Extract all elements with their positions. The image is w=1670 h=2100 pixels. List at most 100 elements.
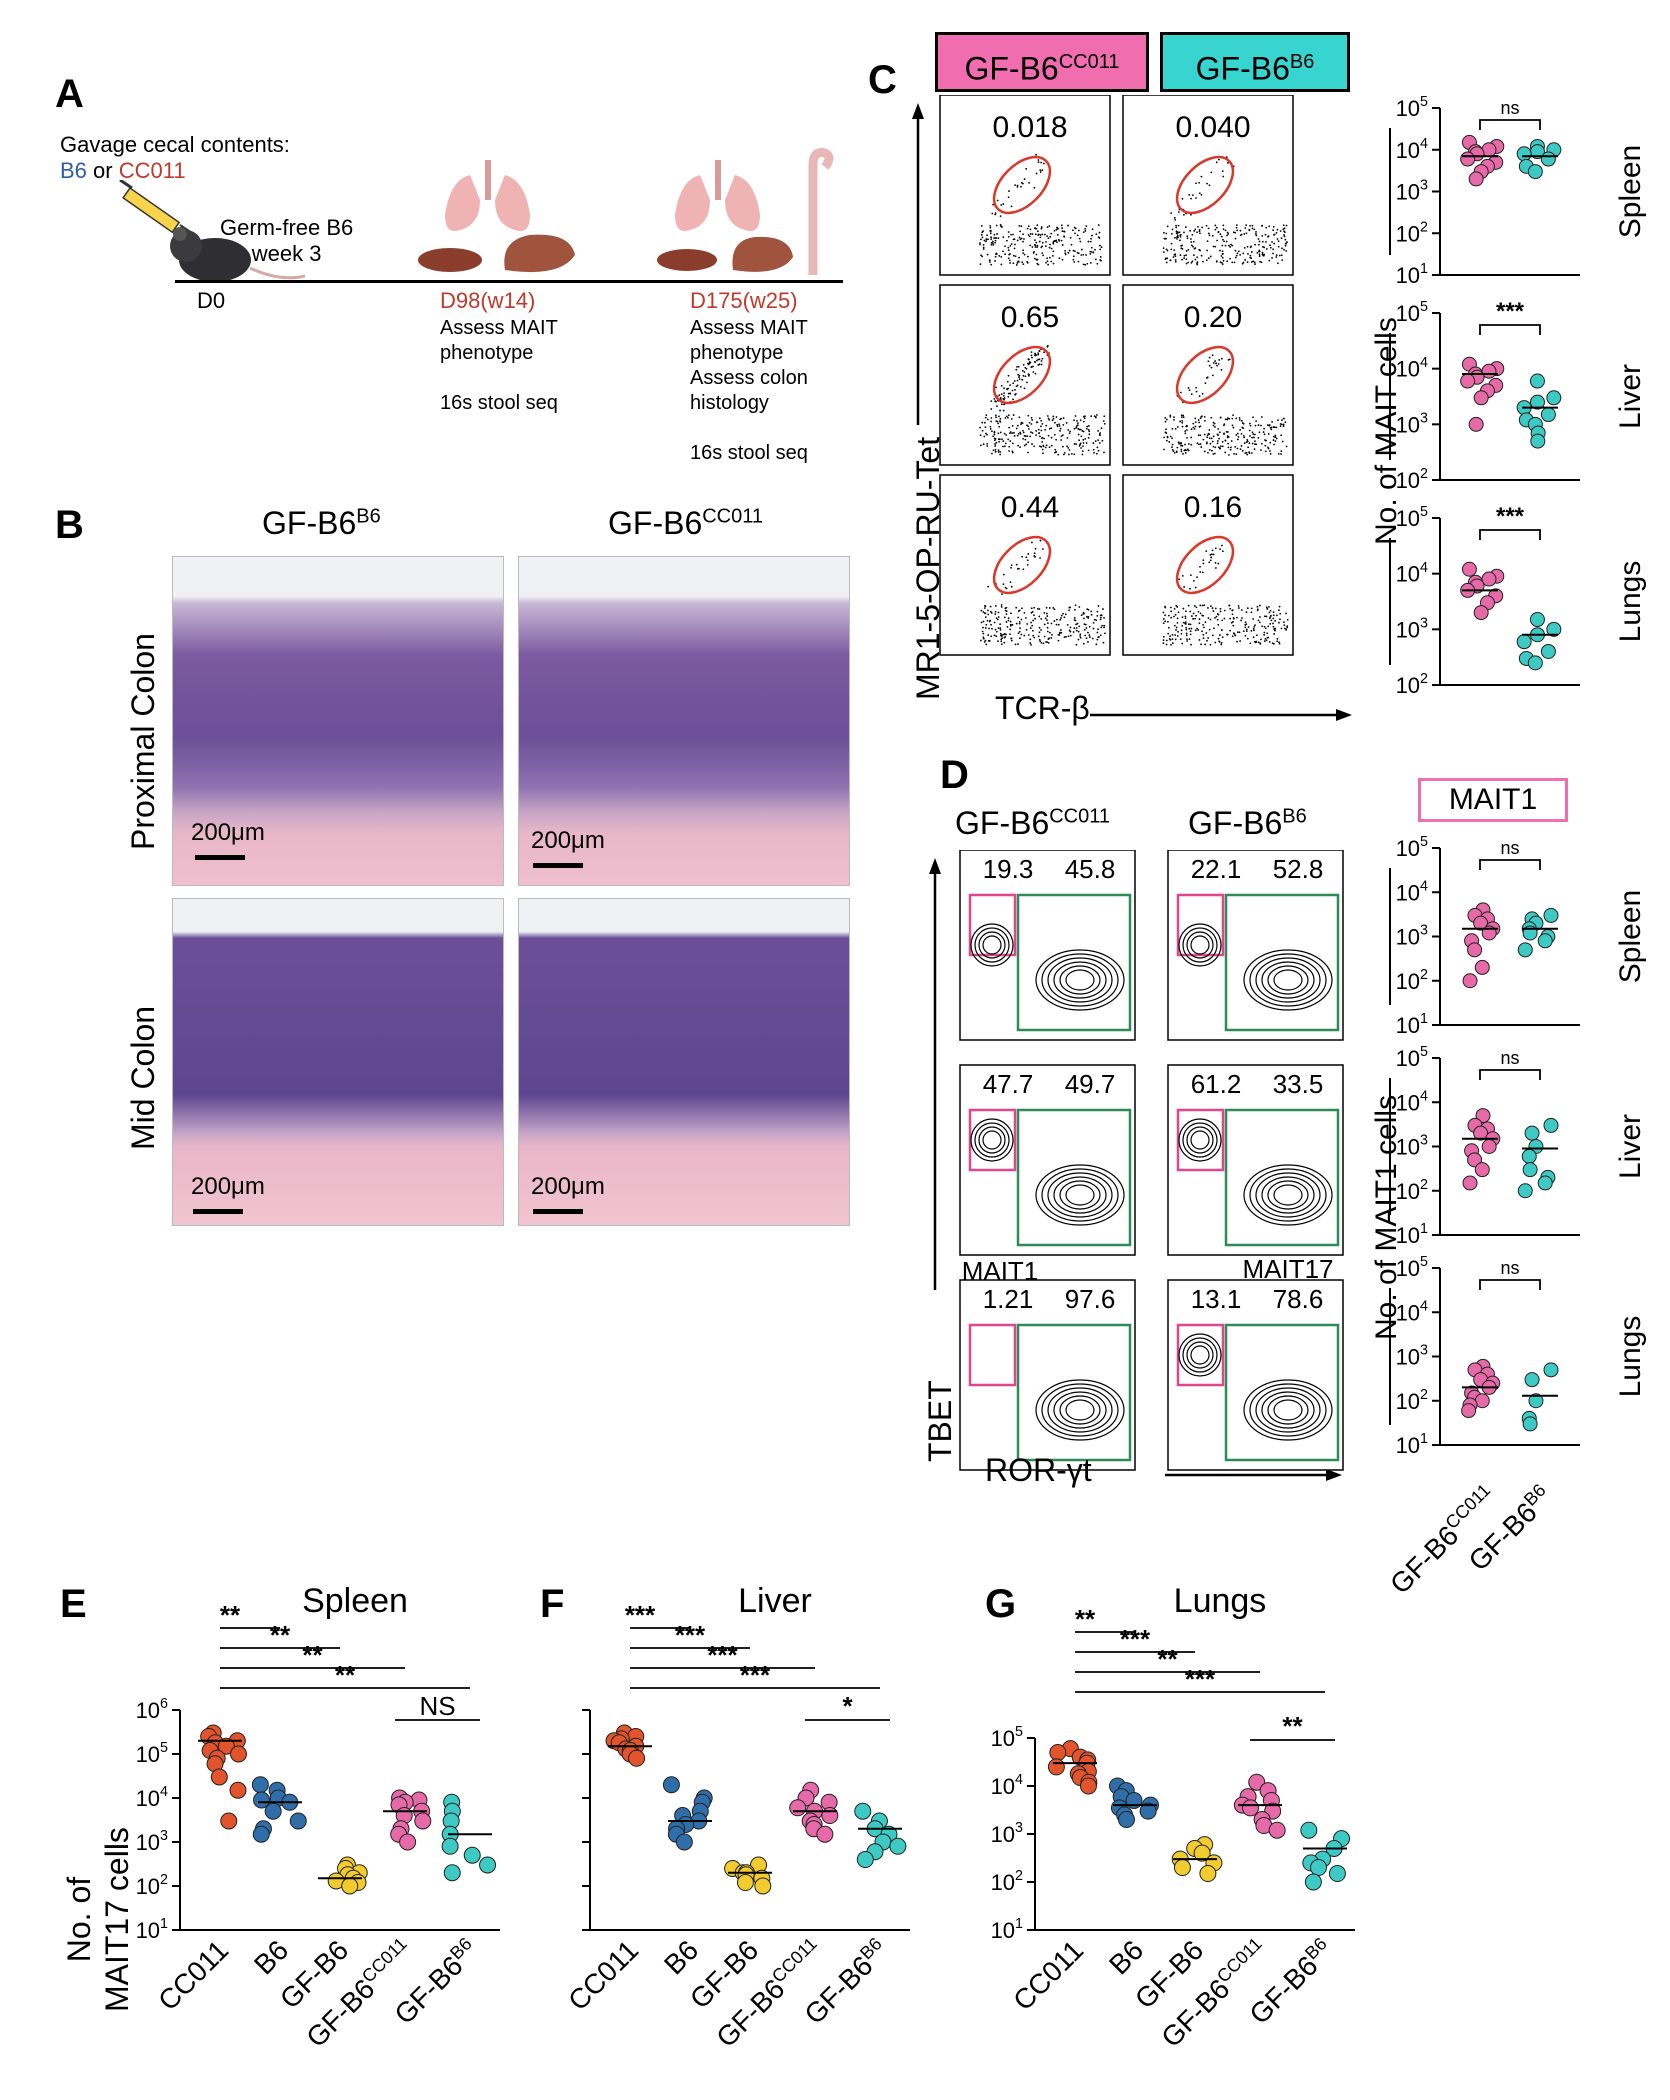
flow-event — [998, 438, 1001, 441]
flow-event — [1192, 426, 1195, 429]
flow-event — [1167, 620, 1169, 623]
flow-event — [1001, 593, 1003, 596]
flow-event — [984, 605, 987, 607]
flow-event — [1057, 453, 1060, 456]
flow-event — [1034, 233, 1037, 236]
flow-event — [1087, 240, 1090, 243]
flow-event — [1003, 641, 1006, 644]
flow-event — [1165, 639, 1168, 642]
flow-event — [990, 400, 993, 403]
flow-event — [1239, 640, 1242, 642]
flow-event — [1073, 619, 1076, 621]
data-point — [662, 1776, 680, 1794]
flow-event — [1281, 440, 1284, 443]
flow-event — [1184, 622, 1187, 625]
flow-event — [1254, 433, 1256, 436]
flow-event — [1078, 625, 1081, 628]
y-tick-label: 101 — [136, 1916, 168, 1943]
data-point — [1527, 164, 1543, 180]
flow-event — [1087, 425, 1090, 427]
flow-event — [1045, 444, 1048, 447]
flow-event — [1182, 414, 1185, 417]
y-tick-label: 105 — [1396, 299, 1428, 326]
flow-event — [1218, 158, 1220, 161]
data-point — [1079, 1777, 1097, 1795]
syringe-icon — [119, 180, 199, 238]
flow-event — [1226, 418, 1229, 421]
mait17-percentage: 52.8 — [1273, 854, 1324, 884]
flow-event — [1278, 609, 1280, 612]
flow-event — [990, 236, 992, 239]
flow-event — [1164, 237, 1167, 240]
flow-event — [1047, 434, 1050, 437]
data-point — [1468, 416, 1484, 432]
flow-event — [1214, 228, 1217, 231]
flow-event — [1014, 393, 1017, 396]
flow-event — [1248, 228, 1251, 231]
lungs-icon — [445, 160, 530, 231]
flow-event — [1091, 234, 1093, 237]
flow-event — [1071, 229, 1074, 232]
flow-event — [1252, 416, 1254, 419]
flow-event — [1104, 632, 1106, 635]
flow-event — [1169, 414, 1172, 417]
flow-event — [1009, 432, 1011, 435]
flow-event — [1187, 248, 1190, 251]
flow-event — [1042, 444, 1045, 447]
flow-event — [1221, 619, 1224, 622]
flow-event — [1240, 432, 1243, 435]
data-point — [1473, 605, 1489, 621]
flow-event — [1096, 414, 1098, 416]
flow-event — [1266, 424, 1269, 426]
flow-event — [1009, 633, 1011, 636]
contour-line — [1267, 965, 1309, 995]
flow-event — [1219, 416, 1222, 419]
flow-event — [1087, 631, 1089, 634]
flow-event — [1220, 629, 1223, 631]
flow-event — [1174, 613, 1177, 616]
flow-event — [1216, 239, 1218, 242]
flow-event — [1007, 249, 1010, 252]
flow-event — [1040, 641, 1043, 644]
flow-event — [1234, 445, 1237, 448]
flow-event — [1002, 409, 1005, 412]
flow-event — [1059, 629, 1062, 631]
flow-event — [1085, 627, 1088, 629]
flow-event — [1187, 449, 1190, 452]
flow-event — [985, 240, 987, 243]
flow-event — [1041, 241, 1044, 244]
flow-event — [1194, 605, 1196, 607]
flow-event — [1214, 567, 1217, 569]
flow-event — [1007, 196, 1010, 199]
flow-event — [1245, 628, 1248, 631]
flow-event — [984, 416, 987, 419]
flow-event — [1268, 225, 1271, 228]
flow-event — [1021, 182, 1024, 185]
flow-event — [1275, 256, 1278, 258]
flow-event — [1214, 616, 1216, 619]
flow-event — [1018, 622, 1021, 625]
flow-event — [1076, 251, 1079, 254]
flow-event — [1167, 626, 1170, 629]
flow-event — [1229, 607, 1232, 610]
flow-event — [1174, 260, 1177, 263]
flow-event — [1029, 244, 1032, 247]
flow-event — [1190, 643, 1192, 646]
flow-event — [1007, 438, 1010, 441]
flow-event — [1027, 414, 1030, 417]
flow-event — [1280, 627, 1283, 630]
flow-event — [1063, 230, 1066, 233]
sig-label: *** — [1496, 298, 1525, 325]
flow-event — [1016, 262, 1019, 264]
flow-event — [1260, 424, 1262, 427]
flow-event — [991, 452, 993, 455]
flow-event — [1189, 610, 1192, 613]
flow-event — [1224, 229, 1227, 232]
y-tick-label: 101 — [1396, 261, 1428, 288]
flow-event — [1009, 623, 1012, 626]
y-tick-label: 101 — [1396, 1431, 1428, 1458]
flow-event — [1085, 615, 1088, 618]
flow-event — [991, 240, 994, 243]
flow-event — [1245, 611, 1248, 614]
flow-event — [1038, 631, 1041, 634]
